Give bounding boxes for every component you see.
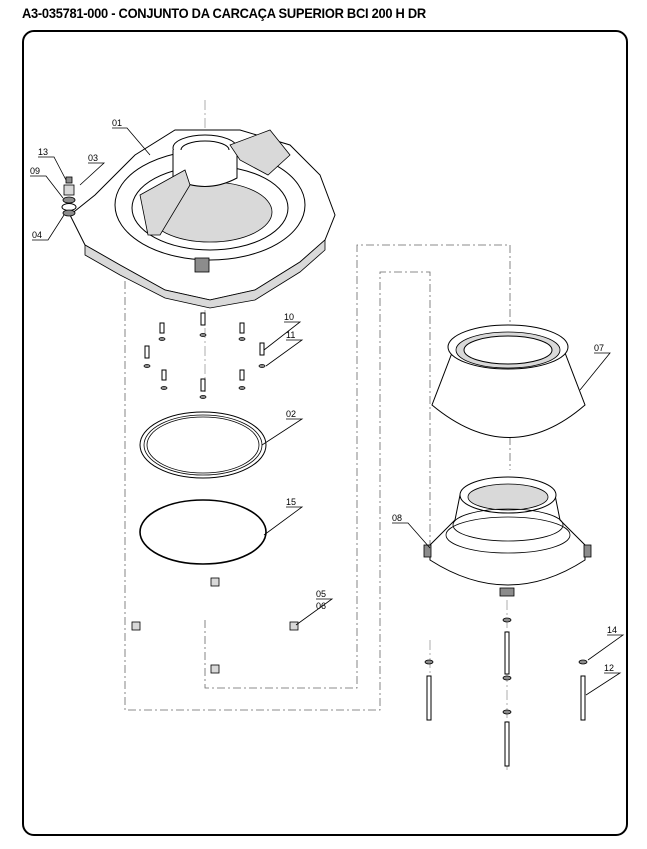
callout-01: 01 — [112, 118, 122, 128]
oring-part-15 — [139, 499, 267, 565]
callout-10: 10 — [284, 312, 294, 322]
callout-04: 04 — [32, 230, 42, 240]
bolt-stack-parts-03-04-09-13 — [61, 176, 77, 217]
upper-housing-part-01 — [69, 129, 336, 309]
callout-08: 08 — [392, 513, 402, 523]
callout-02: 02 — [286, 409, 296, 419]
cone-liner-part-07 — [431, 324, 586, 438]
callout-11: 11 — [286, 330, 295, 340]
callout-13: 13 — [38, 147, 48, 157]
bolts-washers-parts-10-11 — [143, 312, 266, 399]
lower-body-part-08 — [423, 476, 592, 597]
nuts-parts-05-06 — [131, 577, 299, 674]
callout-14: 14 — [607, 625, 617, 635]
callout-05: 05 — [316, 589, 326, 599]
callout-12: 12 — [604, 663, 614, 673]
callout-15: 15 — [286, 497, 296, 507]
drawing-title: A3-035781-000 - CONJUNTO DA CARCAÇA SUPE… — [22, 5, 426, 21]
leader-lines — [30, 127, 625, 696]
tie-rods — [424, 617, 588, 767]
callout-07: 07 — [594, 343, 604, 353]
callout-03: 03 — [88, 153, 98, 163]
ring-part-02 — [139, 411, 267, 479]
callout-06: 06 — [316, 601, 326, 611]
drawing-frame — [22, 30, 628, 836]
callout-09: 09 — [30, 166, 40, 176]
